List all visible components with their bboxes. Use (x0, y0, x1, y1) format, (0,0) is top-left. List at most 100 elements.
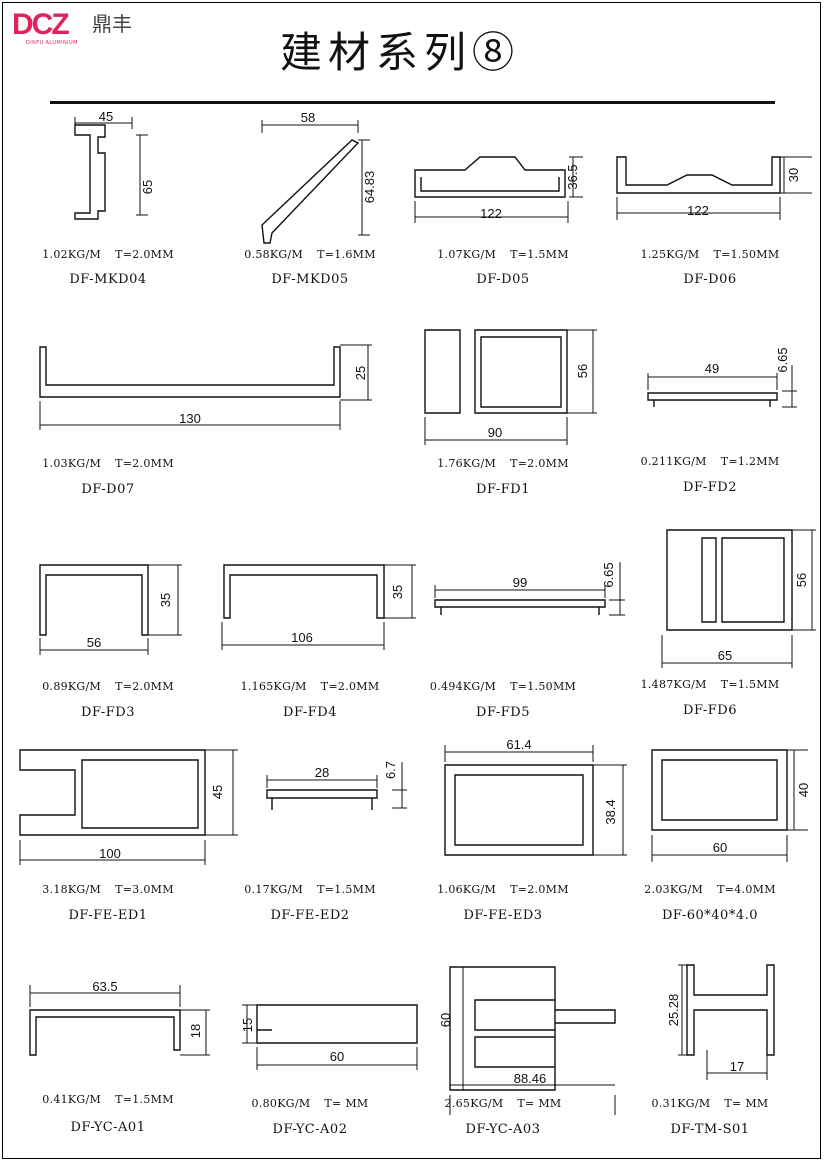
dimension-label: 64.83 (362, 171, 377, 204)
weight-label: 0.89KG/M (42, 680, 102, 693)
thickness-label: T=2.0MM (115, 680, 174, 693)
thickness-label: T= MM (517, 1097, 562, 1110)
weight-label: 0.211KG/M (640, 455, 707, 468)
profile-drawing: 63.518 (29, 979, 210, 1056)
spec-line: 1.76KG/M T=2.0MM (405, 457, 601, 470)
dimension-label: 40 (796, 783, 811, 797)
weight-label: 0.80KG/M (251, 1097, 311, 1110)
profile-drawing: 17 25.28 (666, 964, 775, 1080)
profile-outline (616, 156, 781, 194)
weight-label: 0.17KG/M (244, 883, 304, 896)
model-code: DF-FD2 (683, 480, 737, 495)
dimension-label: 30 (786, 168, 801, 182)
dimension-label: 56 (575, 364, 590, 378)
weight-label: 3.18KG/M (42, 883, 102, 896)
profile-outline (647, 392, 778, 407)
dimension-label: 122 (480, 206, 502, 221)
thickness-label: T=2.0MM (115, 248, 174, 261)
model-code: DF-MKD04 (69, 272, 147, 287)
profile-drawing: 58 64.83 (261, 110, 377, 244)
profile-drawing: 100 45 (19, 749, 238, 865)
dimension-label: 90 (488, 425, 502, 440)
profile-outline (666, 529, 793, 631)
profile-outline (39, 564, 149, 636)
spec-line: 1.487KG/M T=1.5MM (612, 678, 808, 691)
profile-outline (74, 124, 106, 220)
thickness-label: T=2.0MM (510, 457, 569, 470)
thickness-label: T=1.2MM (720, 455, 780, 468)
dimension-label: 106 (291, 630, 313, 645)
dimension-label: 100 (99, 846, 121, 861)
model-code: DF-60*40*4.0 (661, 908, 758, 923)
model-code: DF-FE-ED2 (270, 908, 350, 923)
thickness-label: T=1.5MM (720, 678, 780, 691)
dimension-label: 28 (315, 765, 329, 780)
title-divider (50, 101, 775, 104)
model-code: DF-FD4 (283, 705, 337, 720)
profile-drawing: 61.438.4 (444, 737, 627, 856)
dimension-label: 6.65 (775, 347, 790, 372)
dimension-label: 17 (730, 1059, 744, 1074)
model-code: DF-YC-A01 (70, 1120, 146, 1135)
thickness-label: T=4.0MM (717, 883, 776, 896)
dimension-label: 6.65 (601, 562, 616, 587)
profile-drawing: 45 65 (74, 109, 155, 220)
dimension-label: 122 (687, 203, 709, 218)
dimension-label: 35 (158, 593, 173, 607)
dimension-label: 58 (301, 110, 315, 125)
dimension-label: 60 (438, 1013, 453, 1027)
spec-line: 0.89KG/M T=2.0MM (10, 680, 206, 693)
dimension-label: 36.5 (565, 164, 580, 189)
dimension-label: 6.7 (383, 761, 398, 779)
weight-label: 2.03KG/M (644, 883, 704, 896)
model-code: DF-FD5 (476, 705, 530, 720)
logo-chinese-name: 鼎丰 (92, 12, 132, 36)
thickness-label: T=2.0MM (510, 883, 569, 896)
profile-outline (223, 564, 385, 619)
weight-label: 1.487KG/M (640, 678, 707, 691)
spec-line: 0.41KG/M T=1.5MM (10, 1093, 206, 1106)
dimension-label: 88.46 (514, 1071, 547, 1086)
model-code: DF-FD3 (81, 705, 135, 720)
dimension-label: 65 (140, 180, 155, 194)
weight-label: 1.03KG/M (42, 457, 102, 470)
dimension-label: 49 (705, 361, 719, 376)
thickness-label: T=3.0MM (115, 883, 174, 896)
dimension-label: 45 (210, 785, 225, 799)
thickness-label: T=1.5MM (317, 883, 376, 896)
dimension-label: 45 (99, 109, 113, 124)
spec-line: 0.17KG/M T=1.5MM (212, 883, 408, 896)
weight-label: 1.76KG/M (437, 457, 497, 470)
thickness-label: T=1.50MM (510, 680, 577, 693)
spec-line: 3.18KG/M T=3.0MM (10, 883, 206, 896)
model-code: DF-FD6 (683, 703, 737, 718)
dimension-label: 18 (188, 1024, 203, 1038)
profile-outline (444, 764, 594, 856)
model-code: DF-D07 (81, 482, 135, 497)
dimension-label: 25.28 (666, 994, 681, 1027)
dimension-label: 15 (240, 1018, 255, 1032)
profile-drawing: 90 56 (424, 329, 597, 445)
model-code: DF-D05 (476, 272, 530, 287)
thickness-label: T=1.5MM (115, 1093, 174, 1106)
weight-label: 0.41KG/M (42, 1093, 102, 1106)
thickness-label: T=1.50MM (713, 248, 780, 261)
